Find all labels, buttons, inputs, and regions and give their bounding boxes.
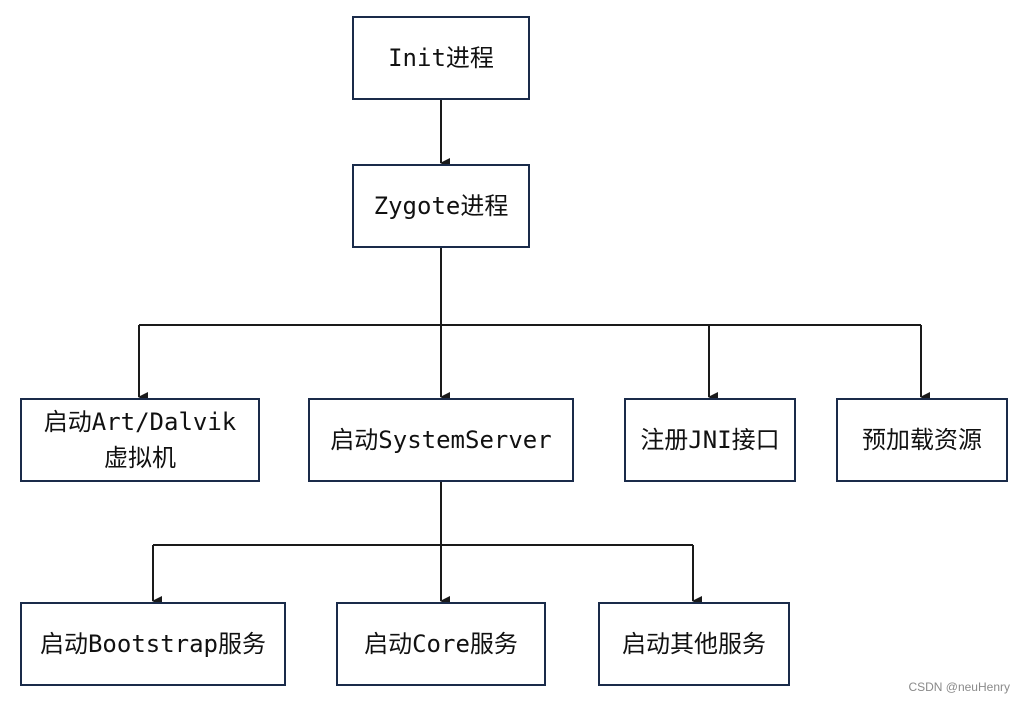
node-start-art-dalvik: 启动Art/Dalvik 虚拟机 bbox=[20, 398, 260, 482]
node-zygote-process: Zygote进程 bbox=[352, 164, 530, 248]
node-preload-resources: 预加载资源 bbox=[836, 398, 1008, 482]
node-art-label-line2: 虚拟机 bbox=[104, 444, 176, 472]
watermark: CSDN @neuHenry bbox=[908, 680, 1010, 694]
node-start-systemserver: 启动SystemServer bbox=[308, 398, 574, 482]
node-art-label-line1: 启动Art/Dalvik bbox=[43, 408, 237, 436]
node-systemserver-label: 启动SystemServer bbox=[330, 426, 552, 454]
node-bootstrap-label: 启动Bootstrap服务 bbox=[39, 630, 267, 658]
node-start-bootstrap-services: 启动Bootstrap服务 bbox=[20, 602, 286, 686]
node-other-label: 启动其他服务 bbox=[622, 630, 766, 658]
node-init-label: Init进程 bbox=[388, 44, 494, 72]
node-core-label: 启动Core服务 bbox=[364, 630, 518, 658]
node-start-other-services: 启动其他服务 bbox=[598, 602, 790, 686]
node-jni-label: 注册JNI接口 bbox=[640, 426, 780, 454]
node-start-core-services: 启动Core服务 bbox=[336, 602, 546, 686]
node-zygote-label: Zygote进程 bbox=[373, 192, 509, 220]
node-init-process: Init进程 bbox=[352, 16, 530, 100]
node-preload-label: 预加载资源 bbox=[862, 426, 982, 454]
node-register-jni: 注册JNI接口 bbox=[624, 398, 796, 482]
